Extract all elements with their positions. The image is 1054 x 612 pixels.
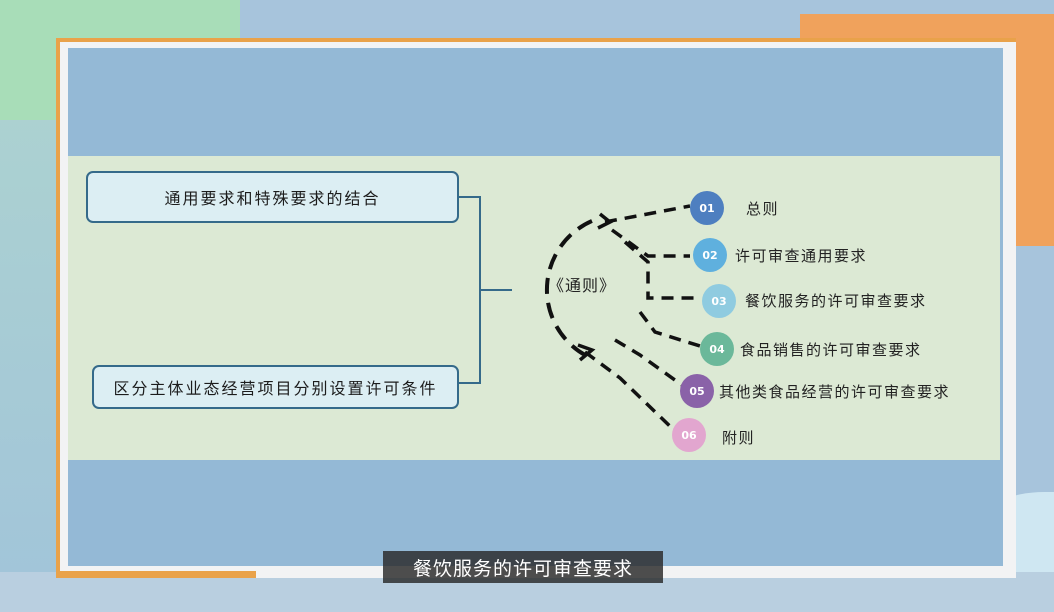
item-number-badge: 05 bbox=[680, 374, 714, 408]
item-number-badge: 03 bbox=[702, 284, 736, 318]
item-label: 总则 bbox=[746, 200, 780, 218]
item-number-badge: 06 bbox=[672, 418, 706, 452]
item-label: 餐饮服务的许可审查要求 bbox=[745, 292, 927, 310]
item-label: 许可审查通用要求 bbox=[735, 247, 868, 265]
video-subtitle: 餐饮服务的许可审查要求 bbox=[383, 551, 663, 583]
item-label: 食品销售的许可审查要求 bbox=[740, 341, 922, 359]
item-number-badge: 02 bbox=[693, 238, 727, 272]
item-label: 附则 bbox=[722, 429, 756, 447]
left-box-business-conditions: 区分主体业态经营项目分别设置许可条件 bbox=[92, 365, 459, 409]
item-number-badge: 01 bbox=[690, 191, 724, 225]
left-box-general-special: 通用要求和特殊要求的结合 bbox=[86, 171, 459, 223]
item-number-badge: 04 bbox=[700, 332, 734, 366]
item-label: 其他类食品经营的许可审查要求 bbox=[719, 383, 951, 401]
center-label: 《通则》 bbox=[548, 276, 617, 295]
slide-frame-accent bbox=[56, 571, 256, 578]
